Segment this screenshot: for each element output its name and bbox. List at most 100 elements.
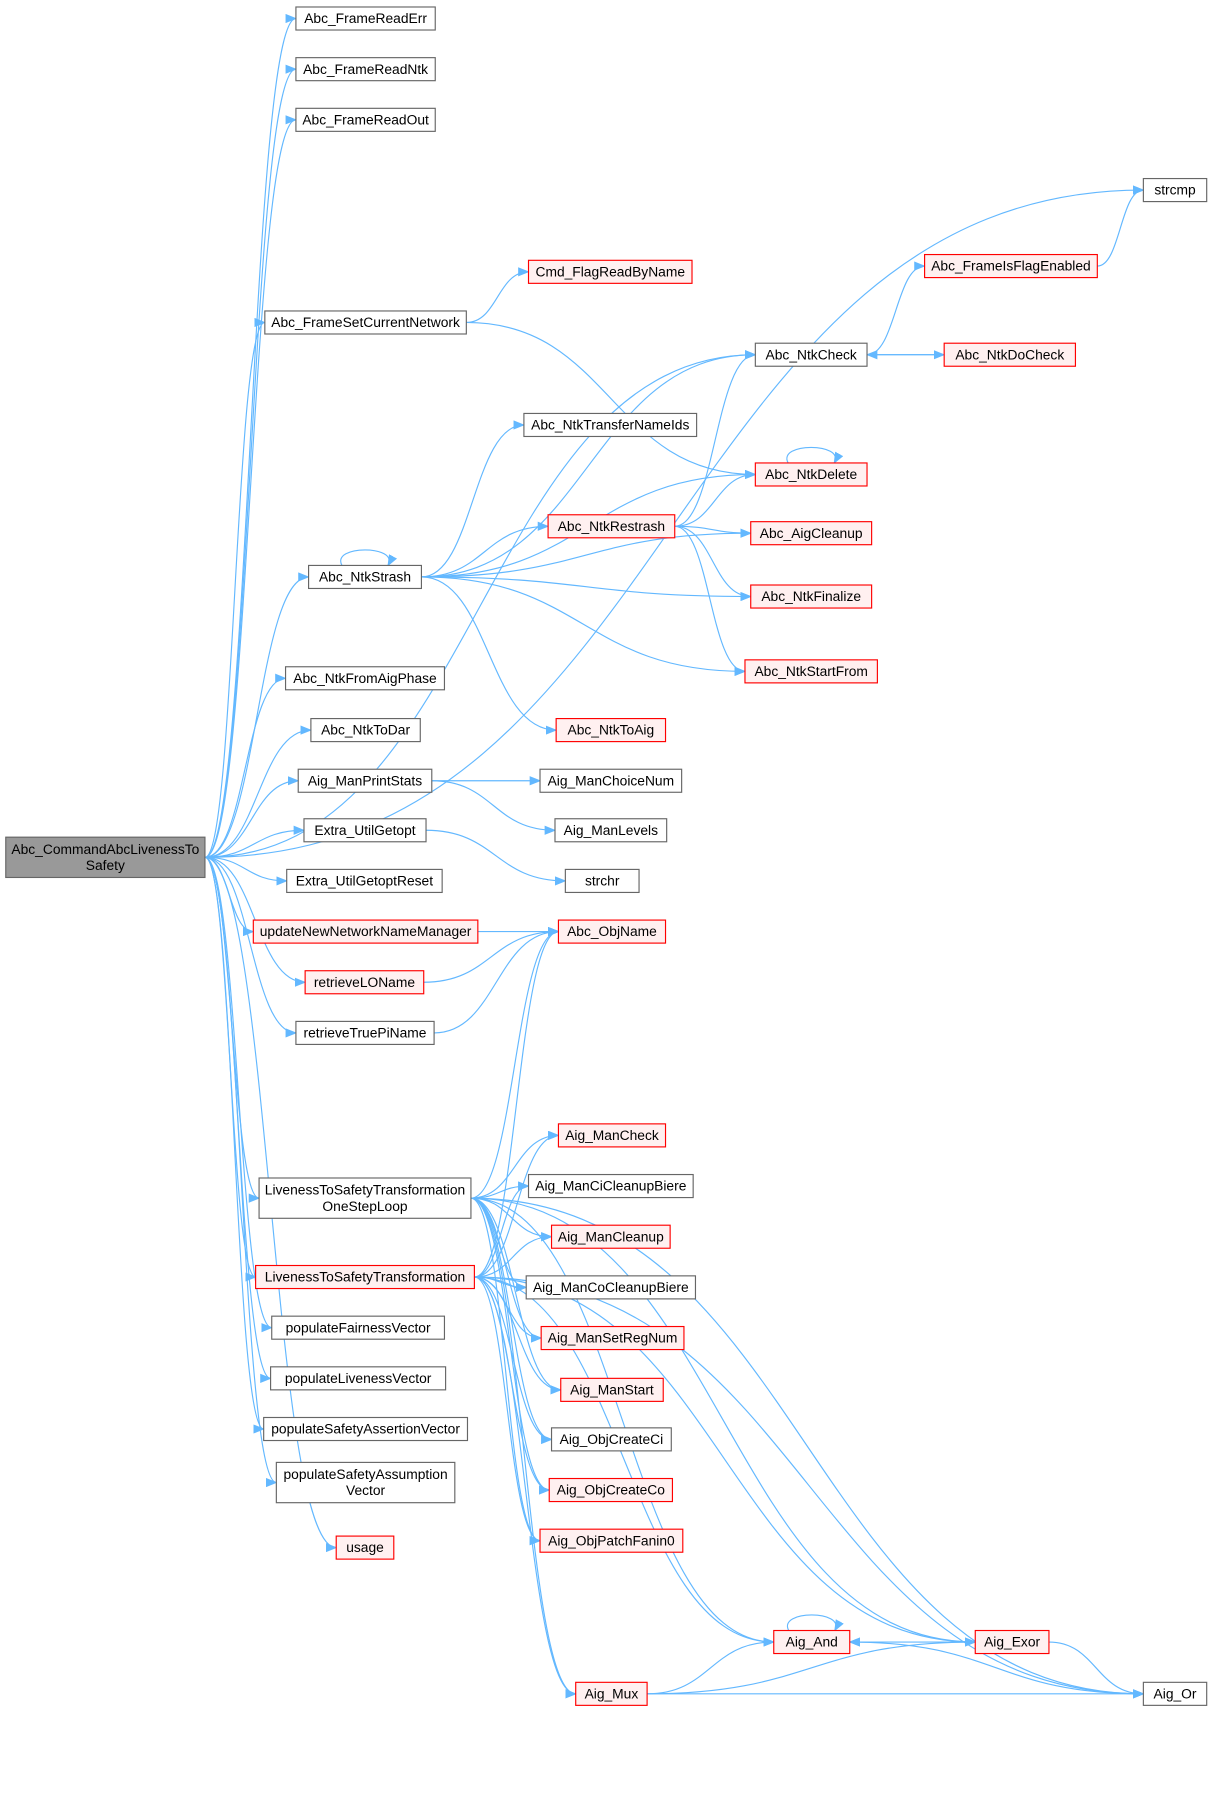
node-FrameSetCurrentNetwork[interactable]: Abc_FrameSetCurrentNetwork (264, 310, 467, 335)
node-box (258, 1177, 472, 1219)
edge-NtkStrash-to-NtkStartFrom (421, 576, 747, 676)
node-Exor[interactable]: Aig_Exor (974, 1629, 1050, 1655)
node-UtilGetoptReset[interactable]: Extra_UtilGetoptReset (286, 868, 443, 894)
node-box (297, 768, 433, 793)
node-label: Abc_FrameReadOut (302, 111, 429, 127)
node-box (564, 868, 640, 894)
edge-L2S-to-Or (474, 1276, 1145, 1699)
node-box (550, 1427, 672, 1452)
node-CreateCo[interactable]: Aig_ObjCreateCo (548, 1477, 674, 1503)
edge-root-to-UtilGetopt (204, 825, 306, 858)
node-label: Vector (346, 1482, 386, 1498)
node-box (754, 342, 868, 367)
node-popLive[interactable]: populateLivenessVector (270, 1366, 447, 1391)
node-PatchFanin0[interactable]: Aig_ObjPatchFanin0 (539, 1528, 684, 1553)
edge-NtkStrash-to-NtkRestrash (421, 521, 550, 578)
edge-Or-to-And (848, 1637, 1144, 1695)
node-strchr[interactable]: strchr (564, 868, 640, 894)
node-NtkDoCheck[interactable]: Abc_NtkDoCheck (943, 342, 1077, 367)
edge-UtilGetopt-to-strchr (426, 829, 567, 886)
node-FrameReadOut[interactable]: Abc_FrameReadOut (295, 107, 436, 132)
node-NtkToDar[interactable]: Abc_NtkToDar (310, 717, 421, 743)
node-retrieveTruePi[interactable]: retrieveTruePiName (295, 1020, 435, 1046)
node-box (560, 1377, 664, 1402)
node-FrameIsFlagEnabled[interactable]: Abc_FrameIsFlagEnabled (924, 253, 1098, 279)
node-FrameReadErr[interactable]: Abc_FrameReadErr (295, 6, 436, 31)
node-updateNew[interactable]: updateNewNetworkNameManager (252, 919, 479, 944)
edge-FrameSetCurrentNetwork-to-NtkDelete (466, 321, 757, 480)
node-usage[interactable]: usage (335, 1535, 395, 1560)
node-box (335, 1535, 395, 1560)
node-box (295, 1020, 435, 1046)
edge-NtkCheck-to-FrameIsFlagEnabled (866, 261, 926, 356)
node-label: Aig_ManCoCleanupBiere (533, 1279, 689, 1295)
edge-L2S-to-ObjName (474, 927, 560, 1278)
node-NtkStartFrom[interactable]: Abc_NtkStartFrom (744, 659, 878, 684)
node-AigCleanup[interactable]: Abc_AigCleanup (750, 521, 873, 546)
node-NtkDelete[interactable]: Abc_NtkDelete (754, 462, 868, 487)
node-box (555, 717, 667, 743)
node-ManCleanup[interactable]: Aig_ManCleanup (550, 1224, 671, 1249)
node-box (539, 1528, 684, 1553)
node-popAssert[interactable]: populateSafetyAssertionVector (263, 1416, 469, 1442)
edge-root-to-retrieveTruePi (204, 856, 298, 1038)
node-NtkFromAigPhase[interactable]: Abc_NtkFromAigPhase (284, 666, 446, 691)
node-ManCheck[interactable]: Aig_ManCheck (557, 1123, 667, 1148)
node-NtkTransferNameIds[interactable]: Abc_NtkTransferNameIds (523, 412, 698, 438)
node-L2S[interactable]: LivenessToSafetyTransformation (255, 1264, 475, 1290)
node-box (554, 818, 668, 843)
node-retrieveLO[interactable]: retrieveLOName (304, 970, 425, 995)
edge-L2S-to-CreateCi (474, 1276, 553, 1444)
node-Or[interactable]: Aig_Or (1142, 1681, 1208, 1706)
node-NtkRestrash[interactable]: Abc_NtkRestrash (547, 514, 676, 539)
node-ManPrintStats[interactable]: Aig_ManPrintStats (297, 768, 433, 793)
node-box (924, 253, 1098, 279)
node-label: Extra_UtilGetopt (314, 822, 415, 838)
node-label: Cmd_FlagReadByName (535, 263, 685, 279)
node-label: Abc_FrameReadErr (304, 10, 427, 26)
edge-ManPrintStats-to-ManLevels (431, 780, 557, 835)
node-label: Aig_Exor (984, 1634, 1040, 1650)
node-box (773, 1629, 851, 1655)
node-CoCleanup[interactable]: Aig_ManCoCleanupBiere (525, 1275, 697, 1300)
node-label: Aig_ManLevels (564, 822, 658, 838)
edge-root-to-popFair (204, 856, 273, 1333)
edge-OneStepLoop-to-And (470, 1197, 775, 1647)
edges-layer (204, 14, 1145, 1699)
node-CiCleanup[interactable]: Aig_ManCiCleanupBiere (527, 1173, 694, 1199)
edge-root-to-FrameReadOut (204, 115, 298, 858)
edge-Exor-to-Or (1048, 1641, 1145, 1699)
node-ManChoiceNum[interactable]: Aig_ManChoiceNum (539, 768, 683, 793)
node-OneStepLoop[interactable]: LivenessToSafetyTransformationOneStepLoo… (258, 1177, 472, 1219)
node-box (523, 412, 698, 438)
node-box (304, 970, 425, 995)
edge-root-to-popAssume (204, 856, 278, 1487)
node-popFair[interactable]: populateFairnessVector (271, 1315, 446, 1340)
node-box (575, 1681, 648, 1706)
node-NtkCheck[interactable]: Abc_NtkCheck (754, 342, 868, 367)
node-ManLevels[interactable]: Aig_ManLevels (554, 818, 668, 843)
node-CreateCi[interactable]: Aig_ObjCreateCi (550, 1427, 672, 1452)
node-box (943, 342, 1077, 367)
node-box (308, 564, 422, 590)
node-NtkFinalize[interactable]: Abc_NtkFinalize (750, 584, 873, 609)
node-SetRegNum[interactable]: Aig_ManSetRegNum (540, 1325, 685, 1351)
node-NtkStrash[interactable]: Abc_NtkStrash (308, 564, 422, 590)
node-box (264, 310, 467, 335)
node-strcmp[interactable]: strcmp (1142, 177, 1208, 203)
node-And[interactable]: Aig_And (773, 1629, 851, 1655)
node-box (750, 584, 873, 609)
node-label: OneStepLoop (322, 1198, 407, 1214)
node-CmdFlagReadByName[interactable]: Cmd_FlagReadByName (527, 259, 693, 284)
node-Mux[interactable]: Aig_Mux (575, 1681, 648, 1706)
node-label: Abc_NtkStrash (319, 569, 411, 585)
node-FrameReadNtk[interactable]: Abc_FrameReadNtk (295, 57, 436, 82)
node-UtilGetopt[interactable]: Extra_UtilGetopt (303, 818, 427, 843)
edge-root-to-FrameReadNtk (204, 64, 298, 858)
node-ObjName[interactable]: Abc_ObjName (557, 919, 667, 944)
node-ManStart[interactable]: Aig_ManStart (560, 1377, 664, 1402)
node-NtkToAig[interactable]: Abc_NtkToAig (555, 717, 667, 743)
node-label: Safety (86, 857, 125, 873)
